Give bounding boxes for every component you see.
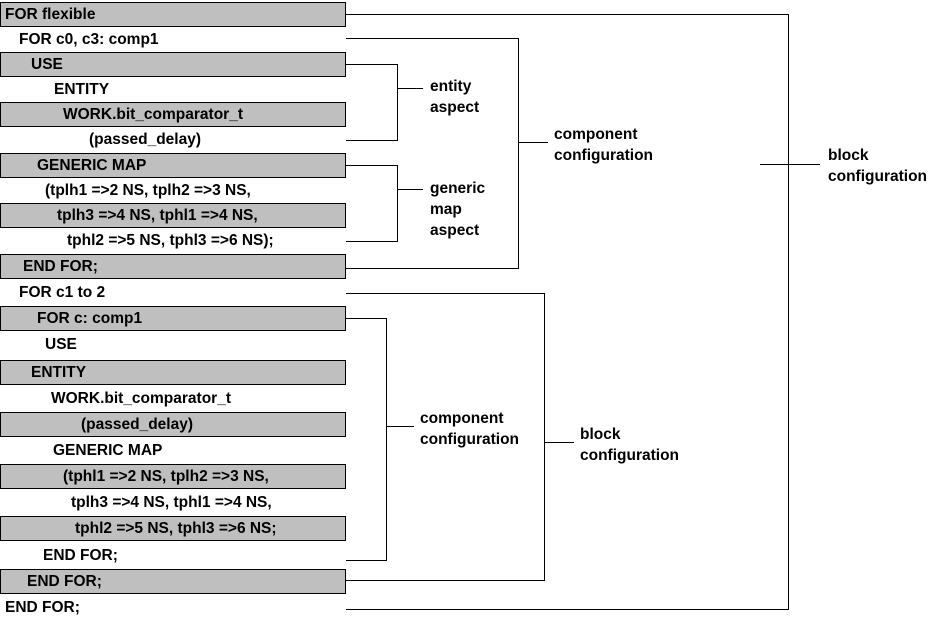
code-row-text: (tphl1 =>2 NS, tplh2 =>3 NS, <box>63 468 269 485</box>
code-row: WORK.bit_comparator_t <box>0 386 346 411</box>
bracket-vertical <box>397 64 398 140</box>
code-row-text: END FOR; <box>27 573 102 590</box>
bracket-stub <box>544 442 574 443</box>
bracket-vertical <box>544 293 545 581</box>
code-row: END FOR; <box>0 595 346 620</box>
code-row: (passed_delay) <box>0 412 346 437</box>
bracket-stub <box>397 88 423 89</box>
code-row: END FOR; <box>0 543 346 568</box>
code-row: ENTITY <box>0 360 346 385</box>
code-row: tplh3 =>4 NS, tphl1 =>4 NS, <box>0 490 346 515</box>
label-generic-map-aspect: generic map aspect <box>430 180 486 239</box>
bracket-top-line <box>346 14 789 15</box>
bracket-vertical <box>386 318 387 561</box>
code-row: FOR c1 to 2 <box>0 280 346 305</box>
bracket-stub <box>760 164 820 165</box>
bracket-vertical <box>788 14 789 610</box>
code-row-text: tplh3 =>4 NS, tphl1 =>4 NS, <box>71 494 272 511</box>
code-row: (passed_delay) <box>0 127 346 152</box>
code-row-text: GENERIC MAP <box>37 157 147 174</box>
bracket-top-line <box>346 318 387 319</box>
code-row-text: (tplh1 =>2 NS, tplh2 =>3 NS, <box>45 182 251 199</box>
outer-bracket-bottom-line <box>346 609 789 610</box>
code-row: tplh3 =>4 NS, tphl1 =>4 NS, <box>0 203 346 228</box>
code-row: (tplh1 =>2 NS, tplh2 =>3 NS, <box>0 178 346 203</box>
bracket-bottom-line <box>346 580 545 581</box>
bracket-bottom-line <box>346 241 398 242</box>
code-row-text: tphl2 =>5 NS, tphl3 =>6 NS; <box>75 520 277 537</box>
code-row-text: WORK.bit_comparator_t <box>51 390 231 407</box>
code-row: END FOR; <box>0 569 346 594</box>
code-row: FOR c: comp1 <box>0 306 346 331</box>
bracket-top-line <box>346 38 519 39</box>
label-entity-aspect: entity aspect <box>430 78 480 116</box>
code-row: USE <box>0 332 346 357</box>
code-row: FOR flexible <box>0 2 346 27</box>
label-block-configuration-top: block configuration <box>828 147 928 185</box>
code-row-text: (passed_delay) <box>81 416 193 433</box>
label-component-configuration-bottom: component configuration <box>420 410 520 448</box>
code-row-text: ENTITY <box>31 364 87 381</box>
bracket-top-line <box>346 165 398 166</box>
code-row-text: WORK.bit_comparator_t <box>63 106 243 123</box>
code-row-text: USE <box>45 336 77 353</box>
bracket-bottom-line <box>346 268 519 269</box>
bracket-top-line <box>346 293 545 294</box>
code-row-text: ENTITY <box>54 81 110 98</box>
code-row: GENERIC MAP <box>0 153 346 178</box>
code-row: WORK.bit_comparator_t <box>0 102 346 127</box>
code-row-text: tphl2 =>5 NS, tphl3 =>6 NS); <box>67 232 274 249</box>
bracket-top-line <box>346 64 398 65</box>
code-row-text: END FOR; <box>23 258 98 275</box>
code-row: tphl2 =>5 NS, tphl3 =>6 NS); <box>0 228 346 253</box>
code-row: GENERIC MAP <box>0 438 346 463</box>
code-row: ENTITY <box>0 77 346 102</box>
code-row: END FOR; <box>0 254 346 279</box>
bracket-stub <box>397 189 423 190</box>
code-row-text: FOR c: comp1 <box>37 310 143 327</box>
label-component-configuration-top: component configuration <box>554 126 654 164</box>
bracket-vertical <box>518 38 519 269</box>
bracket-stub <box>386 426 414 427</box>
bracket-stub <box>518 142 548 143</box>
code-row-text: FOR c0, c3: comp1 <box>19 31 159 48</box>
code-row-text: GENERIC MAP <box>53 442 163 459</box>
bracket-vertical <box>397 165 398 241</box>
code-row-text: END FOR; <box>43 547 118 564</box>
code-row-text: tplh3 =>4 NS, tphl1 =>4 NS, <box>57 207 258 224</box>
code-row-text: END FOR; <box>5 599 80 616</box>
bracket-bottom-line <box>346 140 398 141</box>
label-block-configuration-bottom: block configuration <box>580 426 680 464</box>
code-row: USE <box>0 52 346 77</box>
code-row: tphl2 =>5 NS, tphl3 =>6 NS; <box>0 516 346 541</box>
code-row-text: FOR c1 to 2 <box>19 284 106 301</box>
code-row: (tphl1 =>2 NS, tplh2 =>3 NS, <box>0 464 346 489</box>
code-row-text: FOR flexible <box>5 6 96 23</box>
code-row: FOR c0, c3: comp1 <box>0 27 346 52</box>
bracket-bottom-line <box>346 560 387 561</box>
code-row-text: USE <box>31 56 63 73</box>
code-row-text: (passed_delay) <box>89 131 201 148</box>
